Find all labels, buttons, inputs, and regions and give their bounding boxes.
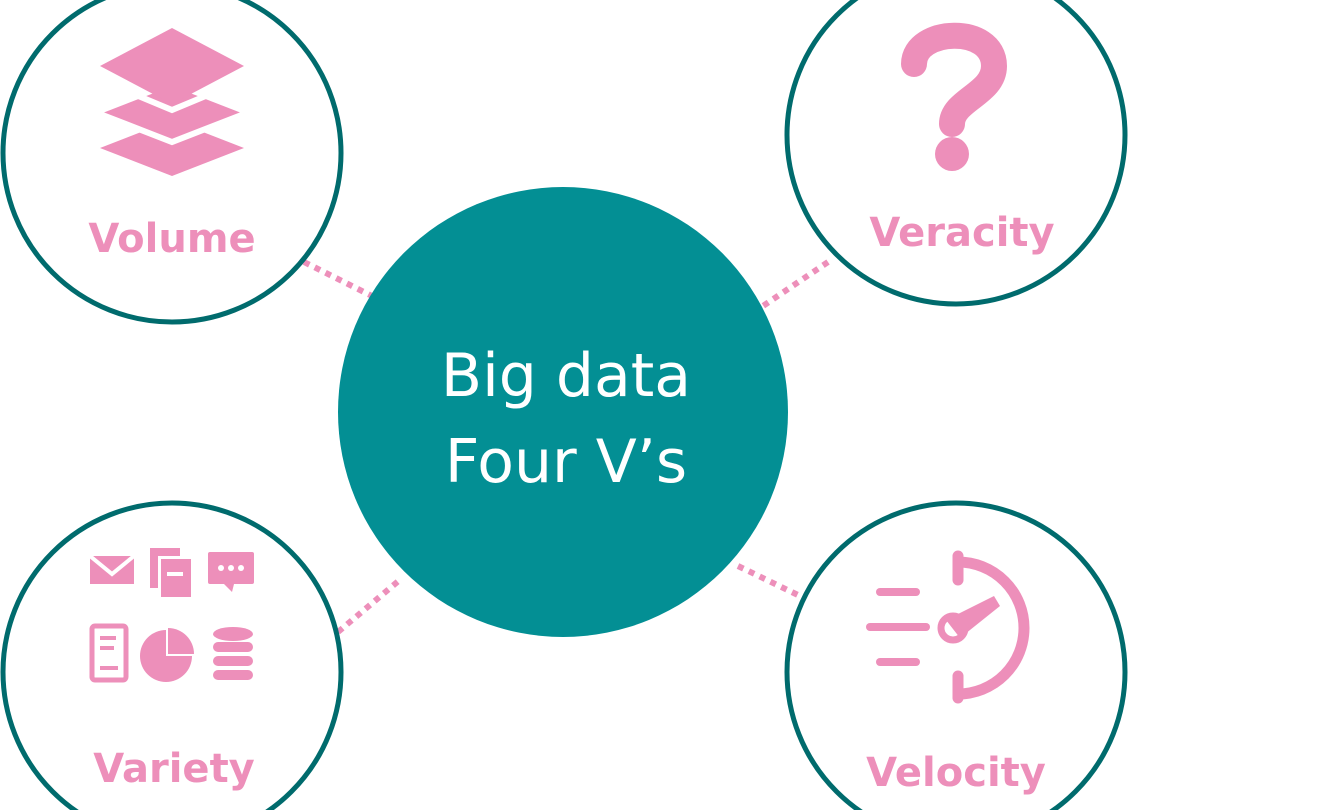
center-title-line1: Big data [441,341,691,411]
center-title-line2: Four V’s [445,427,687,497]
veracity-label: Veracity [869,210,1054,256]
volume-node: Volume [0,0,344,325]
connector-volume [302,259,374,299]
chat-icon [208,552,254,592]
pie-chart-icon [140,628,194,682]
documents-icon [150,548,192,598]
volume-label: Volume [88,216,255,262]
speedometer-icon [866,550,1030,704]
connector-velocity [736,563,802,599]
database-icon [213,627,253,680]
velocity-node: Velocity [784,500,1128,810]
tablet-icon [89,623,129,683]
variety-node: Variety [0,500,344,810]
data-types-grid-icon [88,548,254,683]
question-mark-icon [901,22,1008,171]
mail-icon [88,554,136,584]
connector-variety [336,575,404,635]
connector-veracity [758,259,830,311]
stacked-layers-icon [98,28,246,176]
velocity-label: Velocity [866,750,1046,796]
variety-label: Variety [93,746,255,792]
center-node: Big data Four V’s [338,187,788,637]
veracity-node: Veracity [784,0,1128,307]
